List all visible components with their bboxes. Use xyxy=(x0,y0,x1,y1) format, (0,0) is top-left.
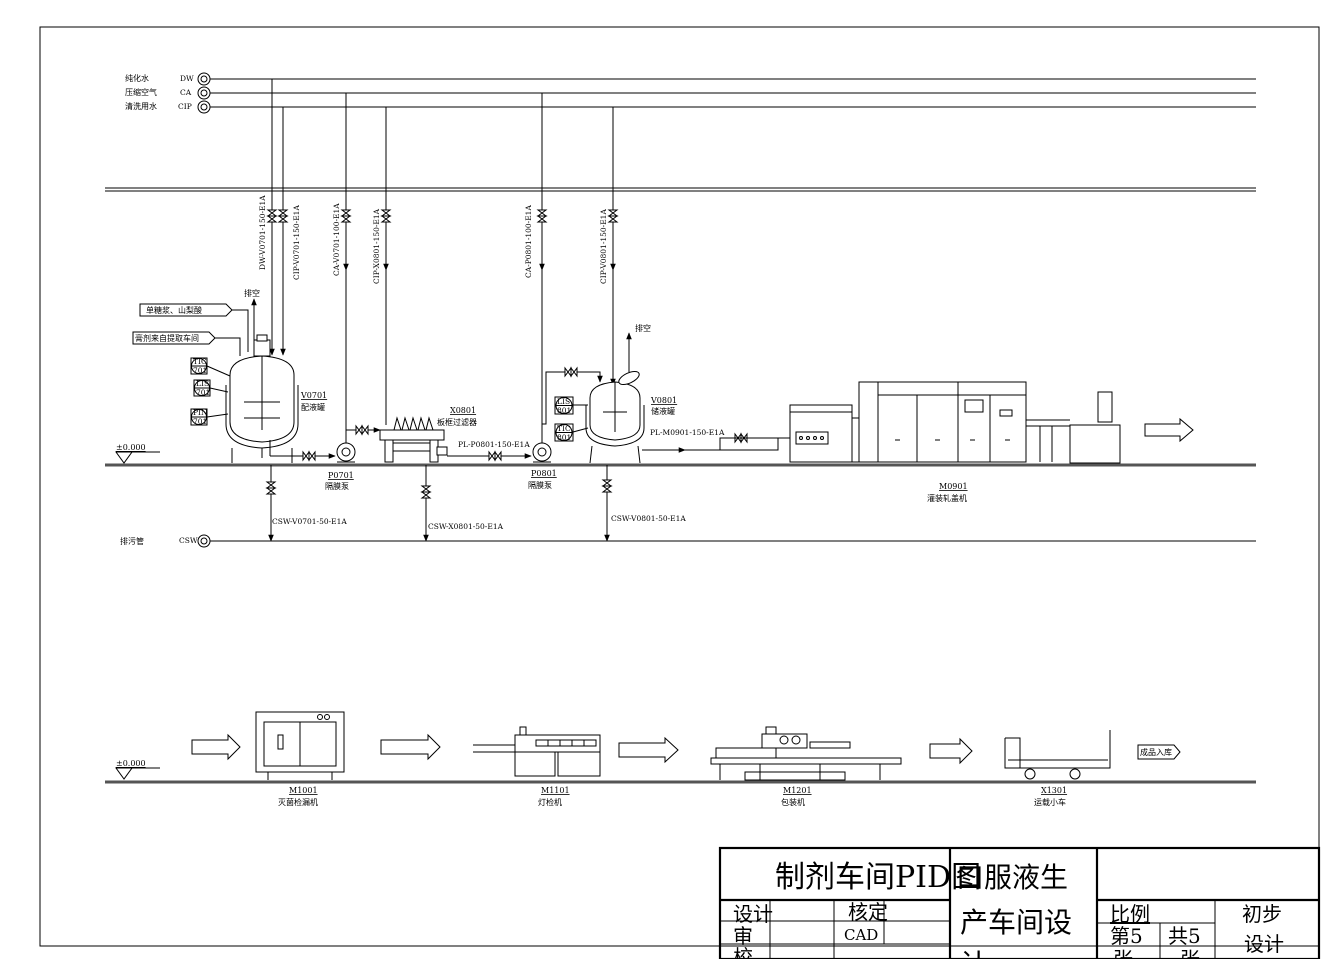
inlet-syrup: 单糖浆、山梨酸 xyxy=(146,305,202,315)
csw-code: CSW xyxy=(179,536,198,545)
tag-m1101: M1101 xyxy=(541,786,570,795)
pipe-label-cip-v0801: CIP-V0801-150-E1A xyxy=(599,209,608,284)
project-line-2: 产车间设 xyxy=(960,906,1072,939)
pipe-label-csw-v0801: CSW-V0801-50-E1A xyxy=(611,514,686,523)
name-m0901: 灌装轧盖机 xyxy=(927,493,967,503)
pump-p0701-symbol xyxy=(336,442,356,462)
flow-arrow-out-1 xyxy=(1144,417,1194,443)
stage-b: 设计 xyxy=(1244,932,1284,956)
drain-lines: CSW-V0701-50-E1A CSW-X0801-50-E1A CSW-V0… xyxy=(120,465,1256,548)
tank-v0801: 排空 V0801 储液罐 xyxy=(585,323,677,464)
tag-v0801: V0801 xyxy=(650,396,677,405)
ca-code: CA xyxy=(180,88,192,97)
pin701-b: 701 xyxy=(193,417,207,426)
tic701-b: 701 xyxy=(193,366,207,375)
name-m1001: 灭菌检漏机 xyxy=(278,797,318,807)
lis701-b: 701 xyxy=(196,388,210,397)
pump-p0801-symbol xyxy=(532,442,552,462)
process-line-1: P0701 隔膜泵 xyxy=(269,425,381,491)
utility-headers: 纯化水 DW 压缩空气 CA 清洗用水 CIP xyxy=(105,72,1256,192)
machine-m1001: M1001 灭菌检漏机 xyxy=(255,711,345,807)
review-label: 审 xyxy=(733,924,753,948)
inlet-extract: 膏剂来自提取车间 xyxy=(135,333,199,343)
tic801-b: 801 xyxy=(557,433,571,442)
drawing-frame xyxy=(39,26,1320,947)
utility-drops: DW-V0701-150-E1A CIP-V0701-150-E1A CA-V0… xyxy=(258,79,618,430)
name-x1301: 运载小车 xyxy=(1034,797,1066,807)
cad-label: CAD xyxy=(844,926,878,944)
tag-m1001: M1001 xyxy=(289,786,318,795)
flow-arrows-row2 xyxy=(191,733,973,765)
sheet-unit-a: 张 xyxy=(1113,947,1133,959)
machine-m1101: M1101 灯检机 xyxy=(473,726,601,807)
dw-label: 纯化水 xyxy=(125,73,149,83)
cip-code: CIP xyxy=(178,102,192,111)
tag-p0801: P0801 xyxy=(531,469,557,478)
instruments-v0701: TIC 701 LIS 701 PIN 701 xyxy=(190,357,231,426)
pipe-label-ca-p0801: CA-P0801-100-E1A xyxy=(524,205,533,278)
tag-m1201: M1201 xyxy=(783,786,812,795)
tic701-a: TIC xyxy=(193,357,207,366)
vent-label-2: 排空 xyxy=(635,323,651,333)
level-label-2: ±0.000 xyxy=(116,759,146,768)
machine-m1201: M1201 包装机 xyxy=(710,726,902,807)
sheet-unit-b: 张 xyxy=(1180,947,1200,959)
filter-x0801: X0801 板框过滤器 xyxy=(379,406,477,463)
pipe-label-ca-v0701: CA-V0701-100-E1A xyxy=(332,203,341,276)
level-marker-1: ±0.000 xyxy=(115,443,160,464)
vent-label-1: 排空 xyxy=(244,288,260,298)
check-label: 校 xyxy=(733,945,753,959)
name-v0701: 配液罐 xyxy=(301,402,325,412)
dw-code: DW xyxy=(180,74,194,83)
cip-label: 清洗用水 xyxy=(125,101,157,111)
instruments-v0801: LIS 801 TIC 801 xyxy=(554,396,589,442)
pipe-label-dw-v0701: DW-V0701-150-E1A xyxy=(258,195,267,270)
stage-a: 初步 xyxy=(1242,902,1282,926)
pipe-label-csw-v0701: CSW-V0701-50-E1A xyxy=(272,517,347,526)
lis801-b: 801 xyxy=(557,406,571,415)
inlet-tags: 单糖浆、山梨酸 膏剂来自提取车间 排空 xyxy=(132,288,260,356)
cart-x1301: X1301 运载小车 成品入库 xyxy=(1004,730,1181,807)
tag-m0901: M0901 xyxy=(939,482,968,491)
name-v0801: 储液罐 xyxy=(651,406,675,416)
tag-p0701: P0701 xyxy=(328,471,354,480)
scale-label: 比例 xyxy=(1110,902,1150,926)
name-m1101: 灯检机 xyxy=(538,797,562,807)
name-p0801: 隔膜泵 xyxy=(528,480,552,490)
name-m1201: 包装机 xyxy=(781,797,805,807)
product-out-label: 成品入库 xyxy=(1140,747,1172,757)
tic801-a: TIC xyxy=(557,424,571,433)
title-block: 制剂车间PID图 口服液生 产车间设 计 设计 审 校 核定 CAD 比例 第5… xyxy=(718,846,1321,959)
sheet-no: 第5 xyxy=(1110,924,1143,948)
pipe-label-cip-v0701: CIP-V0701-150-E1A xyxy=(292,205,301,280)
name-x0801: 板框过滤器 xyxy=(437,417,477,427)
sheet-total: 共5 xyxy=(1168,924,1201,948)
approve-label: 核定 xyxy=(848,900,888,924)
ca-label: 压缩空气 xyxy=(125,87,157,97)
tag-v0701: V0701 xyxy=(300,391,327,400)
project-line-1: 口服液生 xyxy=(956,861,1068,894)
tag-x0801: X0801 xyxy=(450,406,476,415)
machine-m0901: M0901 灌装轧盖机 xyxy=(789,381,1194,503)
process-line-2: PL-P0801-150-E1A P0801 隔膜泵 xyxy=(447,367,603,490)
design-label: 设计 xyxy=(733,902,773,926)
csw-label: 排污管 xyxy=(120,536,144,546)
tank-v0701: V0701 配液罐 xyxy=(225,334,327,463)
process-line-3: PL-M0901-150-E1A xyxy=(642,428,795,453)
level-marker-2: ±0.000 xyxy=(115,759,160,780)
pipe-label-pl-m0901: PL-M0901-150-E1A xyxy=(650,428,725,437)
name-p0701: 隔膜泵 xyxy=(325,481,349,491)
pipe-label-cip-x0801: CIP-X0801-150-E1A xyxy=(372,208,381,284)
tag-x1301: X1301 xyxy=(1041,786,1067,795)
lis801-a: LIS xyxy=(557,397,570,406)
pipe-label-pl-p0801: PL-P0801-150-E1A xyxy=(458,440,530,449)
pin701-a: PIN xyxy=(193,408,208,417)
level-label-1: ±0.000 xyxy=(116,443,146,452)
lis701-a: LIS xyxy=(196,379,209,388)
pipe-label-csw-x0801: CSW-X0801-50-E1A xyxy=(428,522,504,531)
project-line-3: 计 xyxy=(960,948,988,959)
drawing-title: 制剂车间PID图 xyxy=(775,860,981,895)
